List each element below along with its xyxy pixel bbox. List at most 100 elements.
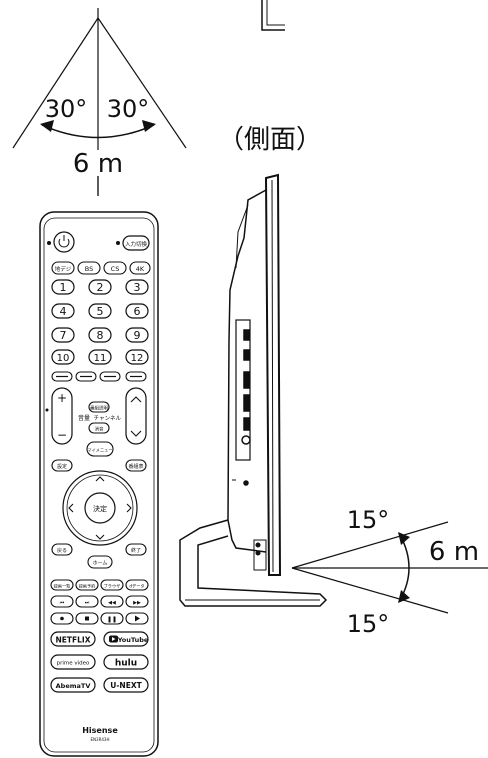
side-arrow-down-icon [398,590,410,603]
youtube-play-icon [112,637,116,641]
mute-button[interactable] [88,422,110,434]
brand-logo: Hisense [82,726,118,735]
left-cone-edge [12,17,99,149]
4k-label: 4K [136,265,145,273]
recorded-list-button[interactable] [50,579,74,591]
digital-button[interactable] [51,261,75,275]
side-arrow-up-icon [398,532,410,545]
exit-button[interactable] [125,543,147,556]
stand-foot-inner [266,0,285,26]
key-4[interactable] [51,303,75,319]
record-icon [60,616,64,621]
key-2-label: 2 [97,281,104,294]
youtube-label: YouTube [117,636,149,644]
dpad-right-icon [126,503,132,513]
key-8[interactable] [88,327,112,343]
skip-back-button[interactable] [50,595,74,608]
key-3-label: 3 [134,281,141,294]
record-reserve-button[interactable] [75,579,99,591]
key-7[interactable] [51,327,75,343]
key-11-label: 11 [94,353,107,364]
dpad-inner-ring [66,474,134,542]
input-button[interactable] [122,235,150,251]
port-3 [243,371,250,389]
key-6[interactable] [125,303,149,319]
settings-label: 設定 [57,463,67,470]
right-cone-edge [97,17,187,149]
key-1[interactable] [51,279,75,295]
skip-forward-button[interactable] [75,595,99,608]
volume-minus-icon: − [57,428,67,442]
home-label: ホーム [93,561,108,567]
arc-arrow-right-icon [142,120,156,132]
back-button[interactable] [51,543,73,556]
dpad-left-icon [68,503,74,513]
angle-down-label: 15° [347,610,390,638]
settings-button[interactable] [51,459,73,472]
pause-icon: ❚❚ [107,616,117,623]
key-12[interactable] [125,349,149,365]
port-5 [243,417,250,431]
key-8-label: 8 [97,329,104,342]
abema-button[interactable] [50,677,96,693]
guide-button[interactable] [125,459,147,472]
input-button-label: 入力切換 [125,240,148,248]
stand-base [179,519,328,607]
netflix-button[interactable] [50,631,96,647]
angle-right-label: 30° [107,95,150,123]
cs-button[interactable] [103,261,127,275]
side-view-title: （側面） [218,125,322,155]
d-data-label: dデータ [129,583,144,590]
key-3[interactable] [125,279,149,295]
hulu-button[interactable] [103,654,149,670]
key-5[interactable] [88,303,112,319]
back-housing [227,189,267,553]
key-11[interactable] [88,349,112,365]
stand-dot-2 [255,550,261,556]
side-distance-label: 6 m [429,537,479,567]
my-menu-label: マイメニュー [87,448,112,454]
key-7-label: 7 [60,329,67,342]
arc-arrow-left-icon [40,120,54,132]
side-angle-diagram [291,521,488,614]
digital-label: 地デジ [55,265,72,273]
volume-rocker[interactable] [51,387,73,445]
program-info-button[interactable] [88,401,110,413]
bs-button[interactable] [77,261,101,275]
hulu-label: hulu [115,659,137,669]
stand-dot-1 [255,542,261,548]
key-10[interactable] [51,349,75,365]
key-1-label: 1 [60,281,67,294]
home-button[interactable] [87,555,113,569]
stand-neck [253,539,267,571]
4k-button[interactable] [129,261,151,275]
abema-label: AbemaTV [56,682,91,690]
key-2[interactable] [88,279,112,295]
d-data-button[interactable] [125,579,149,591]
key-10-label: 10 [57,353,70,364]
pause-button[interactable] [100,612,124,625]
channel-up-icon [130,396,142,403]
lower-cone-edge [291,567,449,614]
fast-forward-button[interactable] [125,595,149,608]
browser-button[interactable] [100,579,124,591]
key-9[interactable] [125,327,149,343]
my-menu-button[interactable] [86,441,114,457]
top-distance-label: 6 m [73,149,123,179]
program-info-label: 番組説明 [90,405,108,412]
unext-button[interactable] [103,677,149,693]
guide-label: 番組表 [128,463,143,470]
dpad-up-icon [95,476,105,482]
key-5-label: 5 [97,305,104,318]
port-round [241,435,251,445]
angle-up-label: 15° [347,506,390,534]
ok-button[interactable] [84,492,116,524]
play-icon [135,615,140,622]
rewind-button[interactable] [100,595,124,608]
dpad-down-icon [95,534,105,540]
prime-video-button[interactable] [50,654,96,670]
record-reserve-label: 録画予約 [79,583,96,590]
power-button[interactable] [53,231,75,253]
distance-label-bg [66,150,132,176]
